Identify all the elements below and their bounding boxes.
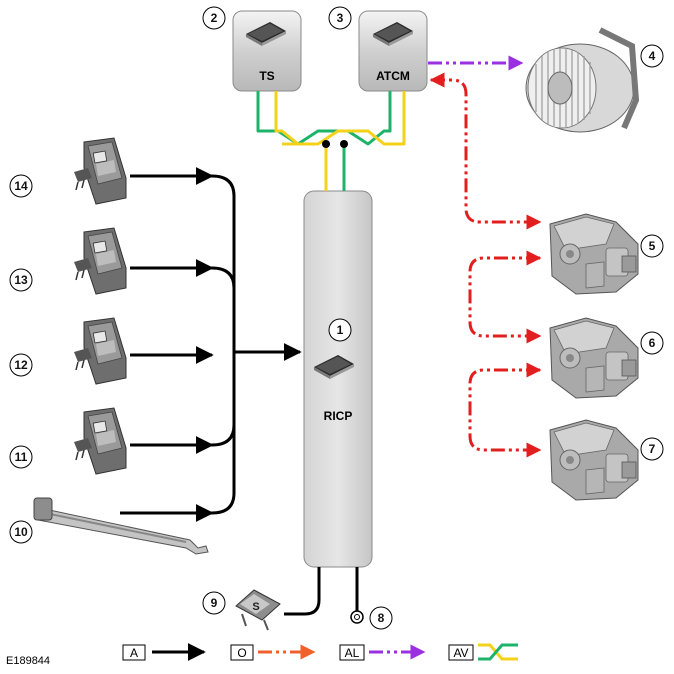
svg-text:9: 9 xyxy=(211,596,218,610)
callout-14: 14 xyxy=(9,174,33,198)
svg-text:7: 7 xyxy=(649,442,656,456)
ricp-module: RICP xyxy=(303,190,373,568)
callout-6: 6 xyxy=(640,331,664,355)
callout-2: 2 xyxy=(202,6,226,30)
atcm-module: ATCM xyxy=(358,10,428,92)
actuator-6-icon xyxy=(549,317,639,399)
svg-text:11: 11 xyxy=(15,450,28,464)
callout-13: 13 xyxy=(9,268,33,292)
svg-text:2: 2 xyxy=(211,11,218,25)
svg-text:AV: AV xyxy=(453,646,468,660)
svg-text:1: 1 xyxy=(337,323,344,337)
ts-label: TS xyxy=(259,69,274,83)
switch-harness xyxy=(120,167,359,616)
ricp-label: RICP xyxy=(324,409,353,423)
svg-text:12: 12 xyxy=(14,358,28,372)
switch-12-icon xyxy=(73,317,127,385)
switch-11-icon xyxy=(73,407,127,475)
callout-5: 5 xyxy=(640,234,664,258)
callout-12: 12 xyxy=(9,353,33,377)
legend-item-o: O xyxy=(230,644,316,661)
callout-3: 3 xyxy=(328,6,352,30)
callout-8: 8 xyxy=(369,606,393,630)
svg-text:4: 4 xyxy=(649,49,656,63)
svg-text:3: 3 xyxy=(337,11,344,25)
actuator-7-icon xyxy=(549,419,639,501)
svg-text:14: 14 xyxy=(14,179,28,193)
legend: A O AL AV xyxy=(122,643,518,661)
switch-14-icon xyxy=(73,137,127,205)
atcm-label: ATCM xyxy=(376,69,410,83)
svg-text:10: 10 xyxy=(14,525,28,539)
svg-text:S: S xyxy=(252,601,259,613)
svg-text:O: O xyxy=(237,646,246,660)
callouts: 1 2 3 4 5 6 7 8 9 10 11 12 13 14 xyxy=(9,6,664,630)
legend-item-al: AL xyxy=(339,644,426,661)
callout-7: 7 xyxy=(640,437,664,461)
ground-point-icon xyxy=(350,610,364,624)
can-bus-wiring xyxy=(256,91,406,191)
legend-item-av: AV xyxy=(448,643,518,661)
svg-text:AL: AL xyxy=(345,646,360,660)
svg-text:A: A xyxy=(130,646,138,660)
blower-motor-icon xyxy=(525,27,640,133)
svg-text:6: 6 xyxy=(649,336,656,350)
fuse-icon: S xyxy=(235,589,281,631)
callout-1: 1 xyxy=(328,318,352,342)
svg-text:5: 5 xyxy=(649,239,656,253)
svg-text:13: 13 xyxy=(14,273,28,287)
callout-4: 4 xyxy=(640,44,664,68)
temperature-sensor-icon xyxy=(33,497,209,555)
reference-code: E189844 xyxy=(6,655,50,667)
callout-11: 11 xyxy=(9,445,33,469)
lin-bus-wiring xyxy=(429,72,542,458)
svg-text:8: 8 xyxy=(378,611,385,625)
legend-item-a: A xyxy=(122,643,206,661)
callout-10: 10 xyxy=(9,520,33,544)
switch-13-icon xyxy=(73,227,127,295)
actuator-5-icon xyxy=(549,213,639,295)
ts-module: TS xyxy=(232,10,302,92)
callout-9: 9 xyxy=(202,591,226,615)
